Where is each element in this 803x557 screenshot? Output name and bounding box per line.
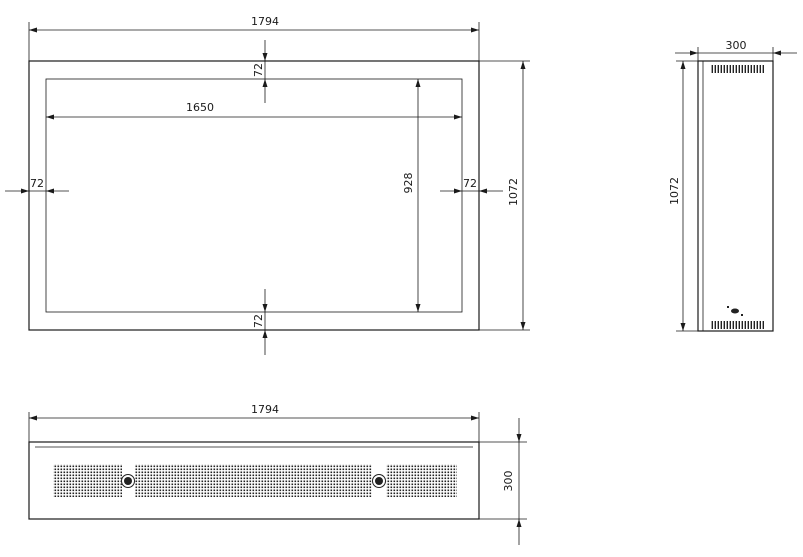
front-outer-frame xyxy=(28,60,480,331)
top-border-dimension: 72 xyxy=(252,40,268,103)
bottom-view: 1794 300 xyxy=(28,403,527,545)
bottom-vent-center xyxy=(135,464,372,497)
front-view: 1794 1650 72 72 72 xyxy=(5,15,530,355)
overall-width-label: 1794 xyxy=(251,15,279,28)
side-depth-label: 300 xyxy=(726,39,747,52)
side-view: 300 1072 xyxy=(668,39,797,332)
bottom-depth-dimension: 300 xyxy=(479,418,527,545)
side-enclosure xyxy=(697,60,774,332)
screen-width-dimension: 1650 xyxy=(46,101,462,120)
bottom-width-label: 1794 xyxy=(251,403,279,416)
left-border-dimension: 72 xyxy=(5,177,69,194)
side-top-vent xyxy=(711,65,765,73)
overall-height-label: 1072 xyxy=(507,178,520,206)
top-border-label: 72 xyxy=(252,63,265,77)
bottom-depth-label: 300 xyxy=(502,471,515,492)
right-border-dimension: 72 xyxy=(440,177,503,194)
overall-width-dimension: 1794 xyxy=(28,15,480,61)
bottom-fastener-left-icon xyxy=(121,474,135,488)
side-bottom-vent xyxy=(711,321,765,329)
bottom-vent-left xyxy=(53,464,122,497)
left-border-label: 72 xyxy=(30,177,44,190)
bottom-border-dimension: 72 xyxy=(252,289,268,355)
side-height-dimension: 1072 xyxy=(668,60,698,332)
bottom-fastener-right-icon xyxy=(372,474,386,488)
bottom-border-label: 72 xyxy=(252,314,265,328)
bottom-vent-right xyxy=(386,464,457,497)
side-depth-dimension: 300 xyxy=(675,39,797,61)
side-height-label: 1072 xyxy=(668,177,681,205)
right-border-label: 72 xyxy=(463,177,477,190)
screen-height-label: 928 xyxy=(402,173,415,194)
bottom-enclosure xyxy=(28,441,480,520)
screen-height-dimension: 928 xyxy=(402,79,421,312)
overall-height-dimension: 1072 xyxy=(479,60,530,331)
bottom-width-dimension: 1794 xyxy=(28,403,480,442)
side-connector-icon xyxy=(727,306,743,316)
screen-width-label: 1650 xyxy=(186,101,214,114)
front-screen-area xyxy=(45,78,463,313)
